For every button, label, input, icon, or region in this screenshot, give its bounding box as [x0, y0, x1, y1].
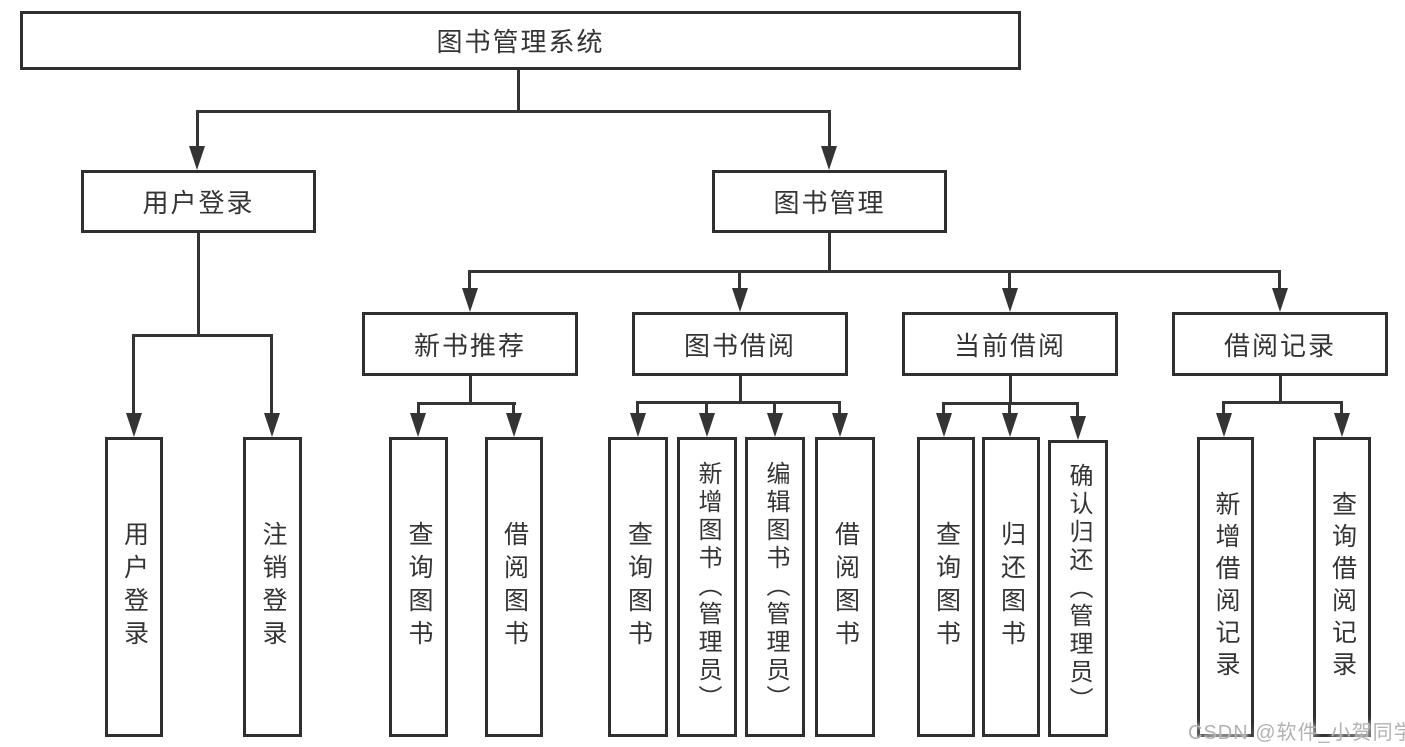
connector-current-borrow-shaft: [1008, 270, 1011, 292]
node-new-book-rec-label: 新书推荐: [413, 330, 526, 361]
leaf-borrow-book-2: 借阅图书: [815, 437, 875, 737]
leaf-borrow-book-1: 借阅图书: [485, 437, 543, 737]
node-user-login: 用户登录: [81, 170, 316, 233]
connector-leaf-query-book-2-shaft: [636, 401, 639, 415]
node-book-mgmt: 图书管理: [712, 170, 947, 233]
arrowhead-leaf-query-book-1: [410, 413, 426, 437]
node-user-login-label: 用户登录: [142, 188, 255, 218]
connector-user-login-trunk: [197, 233, 200, 337]
leaf-query-borrow-record: 查询借阅记录: [1313, 437, 1371, 737]
connector-book-borrow-shaft: [738, 270, 741, 292]
connector-book-borrow-trunk: [739, 376, 742, 404]
connector-current-borrow-trunk: [1009, 376, 1012, 405]
connector-root-trunk: [517, 70, 520, 113]
arrowhead-leaf-borrow-book-1: [506, 413, 522, 437]
connector-borrow-record-trunk: [1279, 376, 1282, 404]
connector-level2-branch: [468, 270, 1281, 273]
arrowhead-new-book-rec: [462, 288, 478, 312]
arrowhead-leaf-return-book: [1002, 413, 1018, 437]
connector-leaf-query-book-3-shaft: [942, 402, 945, 415]
node-borrow-record-label: 借阅记录: [1223, 330, 1336, 361]
connector-leaf-logout-shaft: [270, 334, 273, 415]
connector-book-borrow-branch: [636, 401, 841, 404]
node-root: 图书管理系统: [20, 11, 1021, 70]
arrowhead-leaf-query-book-3: [936, 413, 952, 437]
leaf-query-book-3-label: 查询图书: [932, 521, 961, 653]
arrowhead-leaf-edit-book: [767, 413, 783, 437]
watermark: CSDN @软件_小贺同学: [1188, 722, 1405, 744]
leaf-borrow-book-2-label: 借阅图书: [831, 521, 860, 653]
leaf-query-book-3: 查询图书: [917, 437, 975, 737]
node-borrow-record: 借阅记录: [1172, 312, 1388, 376]
arrowhead-leaf-query-record: [1334, 413, 1350, 437]
arrowhead-leaf-add-record: [1216, 413, 1232, 437]
arrowhead-current-borrow: [1002, 288, 1018, 312]
connector-new-book-rec-branch: [417, 402, 516, 405]
leaf-return-book: 归还图书: [982, 437, 1040, 737]
connector-leaf-borrow-book-2-shaft: [838, 401, 841, 415]
leaf-user-login: 用户登录: [105, 437, 163, 737]
arrowhead-borrow-record: [1272, 288, 1288, 312]
arrowhead-book-mgmt: [821, 146, 837, 170]
leaf-confirm-return-admin: 确认归还（管理员）: [1048, 440, 1108, 737]
leaf-add-book-admin: 新增图书（管理员）: [677, 437, 737, 737]
arrowhead-leaf-query-book-2: [630, 413, 646, 437]
leaf-add-borrow-record: 新增借阅记录: [1197, 437, 1254, 737]
node-current-borrow: 当前借阅: [902, 312, 1118, 376]
connector-leaf-add-record-shaft: [1222, 401, 1225, 415]
connector-leaf-query-book-1-shaft: [417, 402, 420, 415]
connector-borrow-record-branch: [1222, 401, 1343, 404]
connector-leaf-add-book-shaft: [705, 401, 708, 415]
node-root-label: 图书管理系统: [436, 27, 605, 57]
connector-borrow-record-shaft: [1278, 270, 1281, 292]
leaf-query-book-2-label: 查询图书: [624, 521, 653, 653]
connector-leaf-user-login-shaft: [132, 334, 135, 415]
node-book-borrow: 图书借阅: [632, 312, 848, 376]
connector-leaf-edit-book-shaft: [773, 401, 776, 415]
leaf-confirm-return-admin-label: 确认归还（管理员）: [1065, 462, 1092, 715]
connector-leaf-return-book-shaft: [1008, 402, 1011, 415]
leaf-query-book-2: 查询图书: [608, 437, 668, 737]
node-book-borrow-label: 图书借阅: [683, 330, 796, 361]
leaf-logout-label: 注销登录: [259, 521, 287, 653]
leaf-add-borrow-record-label: 新增借阅记录: [1212, 491, 1240, 683]
leaf-edit-book-admin-label: 编辑图书（管理员）: [762, 461, 789, 713]
arrowhead-user-login: [189, 146, 205, 170]
leaf-logout: 注销登录: [243, 437, 302, 737]
node-current-borrow-label: 当前借阅: [953, 330, 1066, 361]
leaf-query-borrow-record-label: 查询借阅记录: [1328, 491, 1357, 683]
connector-new-book-rec-trunk: [469, 376, 472, 405]
node-book-mgmt-label: 图书管理: [773, 188, 886, 218]
connector-leaf-query-record-shaft: [1340, 401, 1343, 415]
leaf-user-login-label: 用户登录: [120, 521, 149, 653]
arrowhead-leaf-add-book: [699, 413, 715, 437]
arrowhead-leaf-borrow-book-2: [832, 413, 848, 437]
arrowhead-leaf-logout: [264, 413, 280, 437]
arrowhead-leaf-confirm-return: [1070, 416, 1086, 440]
connector-user-login-shaft: [196, 110, 199, 150]
leaf-return-book-label: 归还图书: [997, 521, 1026, 653]
leaf-add-book-admin-label: 新增图书（管理员）: [694, 461, 721, 713]
leaf-borrow-book-1-label: 借阅图书: [500, 521, 529, 653]
connector-leaf-confirm-return-shaft: [1076, 402, 1079, 417]
arrowhead-leaf-user-login: [126, 413, 142, 437]
connector-user-login-branch: [132, 334, 273, 337]
connector-book-mgmt-trunk: [828, 233, 831, 273]
connector-root-branch: [196, 110, 831, 113]
arrowhead-book-borrow: [732, 288, 748, 312]
connector-book-mgmt-shaft: [828, 110, 831, 150]
connector-new-book-rec-shaft: [468, 270, 471, 292]
leaf-query-book-1: 查询图书: [389, 437, 448, 737]
connector-leaf-borrow-book-1-shaft: [512, 402, 515, 415]
leaf-query-book-1-label: 查询图书: [405, 521, 433, 653]
leaf-edit-book-admin: 编辑图书（管理员）: [745, 437, 805, 737]
node-new-book-rec: 新书推荐: [362, 312, 578, 376]
